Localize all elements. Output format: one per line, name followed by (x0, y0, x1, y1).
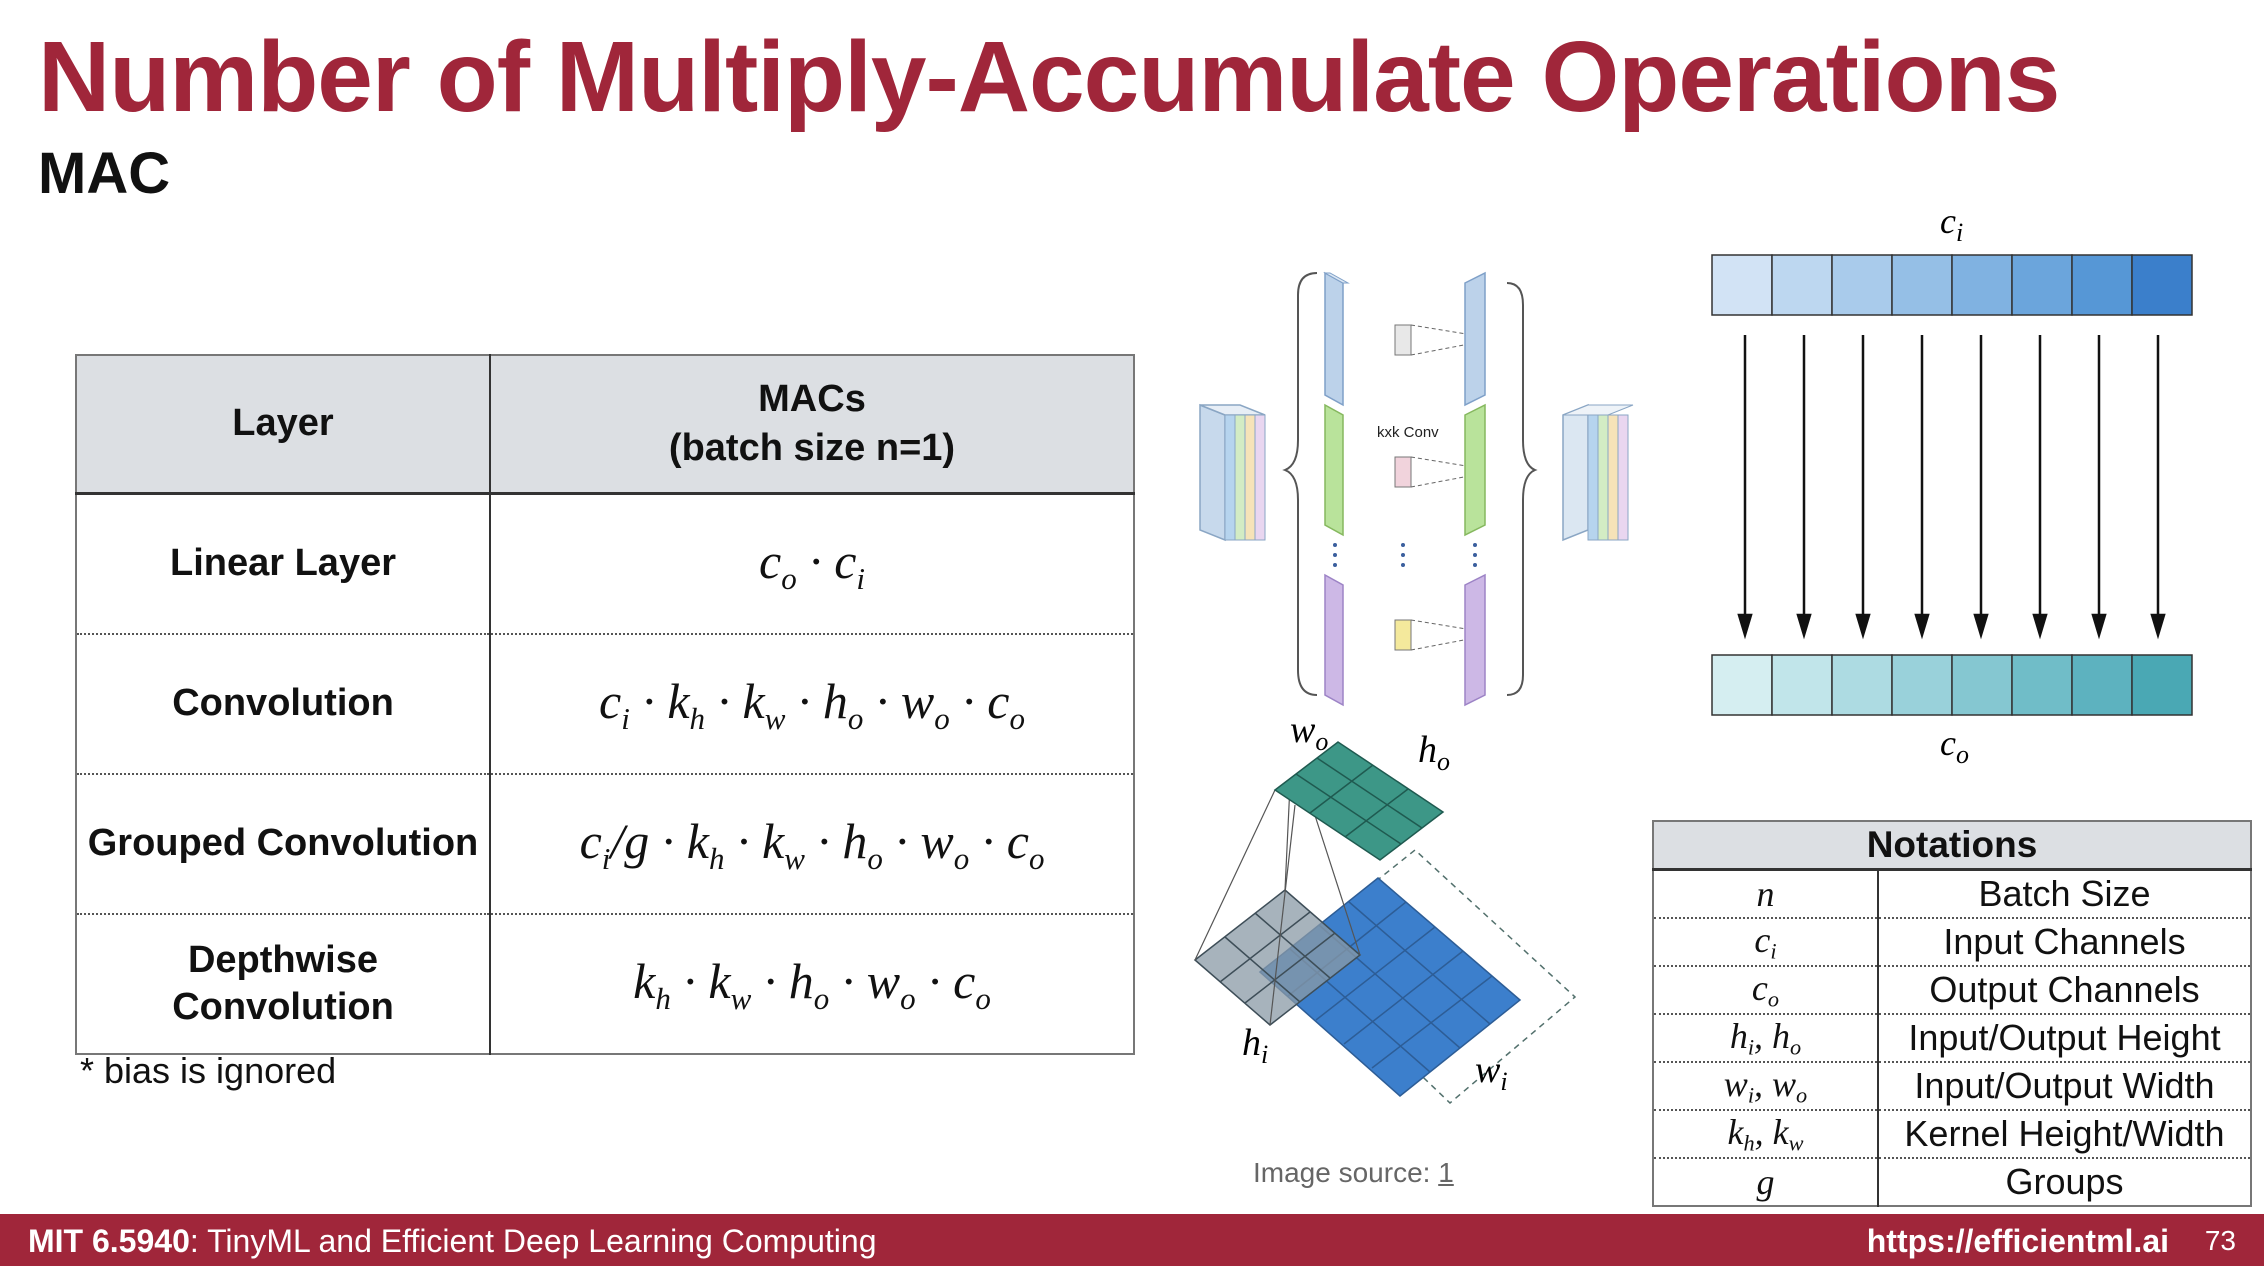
table-row: Grouped Convolution ci/g · kh · kw · ho … (76, 774, 1134, 915)
mac-table: Layer MACs (batch size n=1) Linear Layer… (75, 354, 1135, 1055)
header-layer: Layer (76, 355, 491, 495)
ellipsis-dots (1333, 543, 1477, 567)
notation-desc: Input/Output Width (1878, 1062, 2251, 1111)
formula-depthwise: kh · kw · ho · wo · co (633, 952, 991, 1016)
table-row: co Output Channels (1653, 966, 2251, 1015)
slide-subtitle: MAC (38, 141, 171, 206)
header-macs-line2: (batch size n=1) (668, 427, 956, 469)
output-grid (1273, 741, 1445, 861)
kernels (1394, 324, 1486, 651)
layer-name-line2: Convolution (172, 986, 394, 1028)
notation-desc: Kernel Height/Width (1878, 1110, 2251, 1159)
wi-label: wi (1475, 1049, 1508, 1096)
image-source-link[interactable]: 1 (1438, 1157, 1454, 1188)
mac-table-header: Layer MACs (batch size n=1) (76, 355, 1134, 495)
notation-desc: Batch Size (1878, 869, 2251, 919)
table-row: Convolution ci · kh · kw · ho · wo · co (76, 634, 1134, 775)
arrows (1737, 335, 2166, 640)
co-label: co (1940, 723, 1969, 769)
header-macs: MACs (batch size n=1) (490, 355, 1134, 495)
linear-layer-diagram: ci co (1711, 201, 2193, 769)
footnote: * bias is ignored (80, 1050, 337, 1091)
ci-label: ci (1940, 201, 1963, 247)
layer-name-line1: Depthwise (187, 938, 379, 981)
formula-grouped: ci/g · kh · kw · ho · wo · co (490, 774, 1134, 915)
notation-symbol: kh, kw (1653, 1110, 1879, 1159)
footer-url[interactable]: https://efficientml.ai (1866, 1223, 2169, 1259)
table-row: n Batch Size (1653, 869, 2251, 919)
table-row: Depthwise Convolution kh · kw · ho · wo … (76, 914, 1134, 1054)
header-macs-line1: MACs (758, 377, 866, 420)
notations-header: Notations (1653, 821, 2251, 871)
notation-symbol: ci (1653, 918, 1879, 967)
slide-title: Number of Multiply-Accumulate Operations (38, 21, 2060, 133)
notation-desc: Groups (2005, 1161, 2124, 1202)
wo-label: wo (1290, 710, 1328, 756)
hi-label: hi (1242, 1022, 1268, 1069)
notation-symbol: g (1653, 1158, 1879, 1206)
kxk-conv-label: kxk Conv (1377, 424, 1439, 441)
image-source-label: Image source: (1253, 1157, 1439, 1188)
table-row: ci Input Channels (1653, 918, 2251, 967)
grouped-conv-diagram: kxk Conv (1199, 271, 1634, 707)
footer-course: MIT 6.5940: TinyML and Efficient Deep Le… (28, 1223, 876, 1260)
image-source: Image source: 1 (1253, 1157, 1454, 1189)
notation-symbol: n (1653, 869, 1879, 919)
conv-grid-diagram: wo ho hi wi (1193, 710, 1577, 1105)
layer-name: Linear Layer (76, 493, 491, 635)
layer-name: Depthwise Convolution (76, 914, 491, 1054)
input-grid (1288, 849, 1577, 1105)
co-vector (1711, 654, 2193, 716)
formula-linear: co · ci (490, 493, 1134, 635)
projection-lines (1194, 784, 1361, 1026)
footer-bar: MIT 6.5940: TinyML and Efficient Deep Le… (0, 1214, 2264, 1266)
table-row: hi, ho Input/Output Height (1653, 1014, 2251, 1063)
layer-name: Convolution (76, 634, 491, 775)
layer-name: Grouped Convolution (76, 774, 491, 915)
notation-desc: Output Channels (1878, 966, 2251, 1015)
table-row: wi, wo Input/Output Width (1653, 1062, 2251, 1111)
notation-symbol: co (1653, 966, 1879, 1015)
notation-symbol: hi, ho (1653, 1014, 1879, 1063)
ci-vector (1711, 254, 2193, 316)
table-row: g Groups (1653, 1158, 2251, 1206)
group-output-slices (1464, 271, 1486, 707)
notation-symbol: wi, wo (1653, 1062, 1879, 1111)
course-code: MIT 6.5940 (28, 1223, 190, 1259)
input-stack (1199, 403, 1266, 542)
table-row: kh, kw Kernel Height/Width (1653, 1110, 2251, 1159)
ho-label: ho (1418, 729, 1450, 776)
notations-table: Notations n Batch Size ci Input Channels… (1652, 820, 2252, 1207)
course-name: : TinyML and Efficient Deep Learning Com… (189, 1223, 877, 1259)
notation-desc: Input Channels (1878, 918, 2251, 967)
formula-convolution: ci · kh · kw · ho · wo · co (490, 634, 1134, 775)
notation-desc: Input/Output Height (1878, 1014, 2251, 1063)
output-stack (1562, 403, 1634, 542)
table-row: Linear Layer co · ci (76, 493, 1134, 635)
group-input-slices (1323, 271, 1350, 707)
page-number: 73 (2204, 1225, 2236, 1256)
